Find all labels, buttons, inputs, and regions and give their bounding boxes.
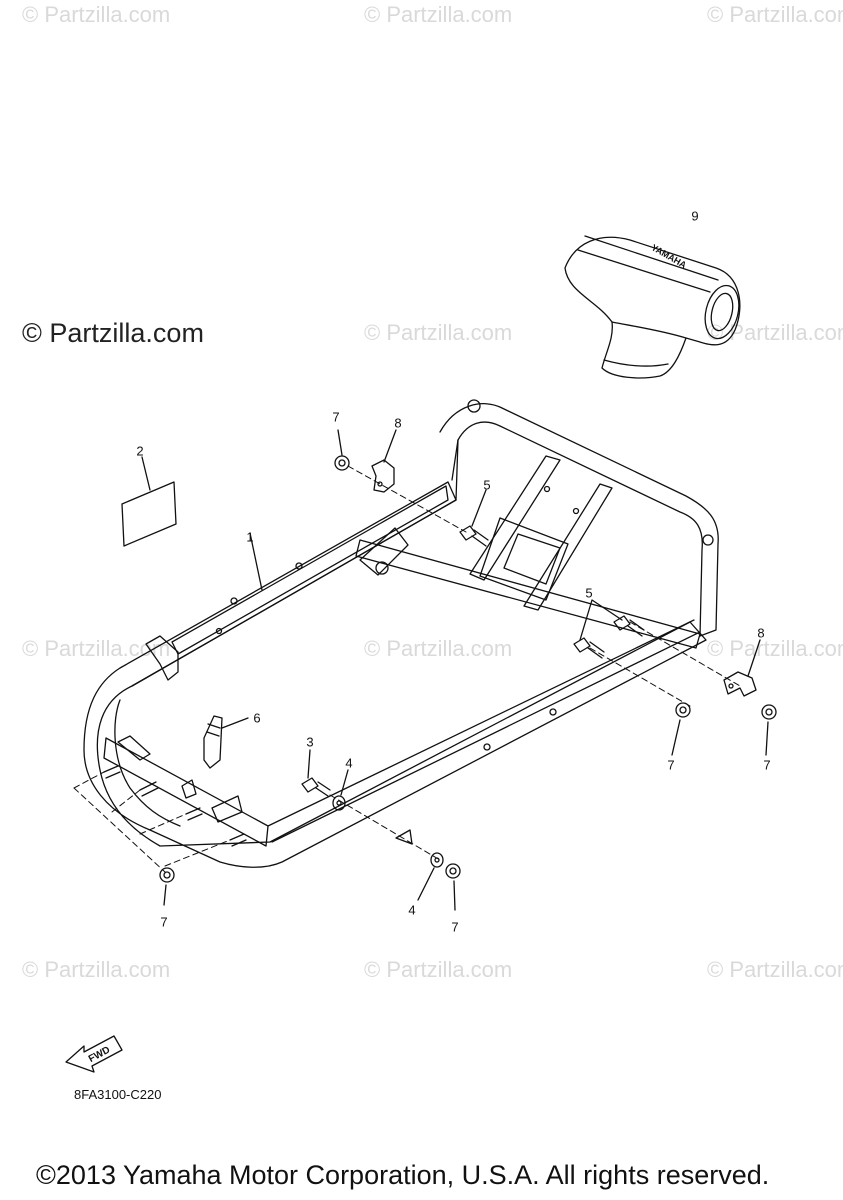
watermark: © Partzilla.com <box>707 636 843 661</box>
callout-4: 4 <box>345 755 353 771</box>
label-sheet-part-2[interactable] <box>121 456 177 547</box>
washer-part-4[interactable] <box>332 769 349 811</box>
callout-6: 6 <box>253 710 261 726</box>
watermark: © Partzilla.com <box>707 2 843 27</box>
callout-7: 7 <box>451 919 459 935</box>
nut-part-7[interactable] <box>671 702 691 756</box>
yamaha-logo-text: YAMAHA <box>650 242 689 270</box>
bolt-part-3[interactable] <box>301 749 331 797</box>
callout-7: 7 <box>667 757 675 773</box>
callout-7: 7 <box>332 409 340 425</box>
watermark-main: © Partzilla.com <box>22 318 204 348</box>
copyright-notice: ©2013 Yamaha Motor Corporation, U.S.A. A… <box>36 1160 770 1190</box>
callout-7: 7 <box>160 914 168 930</box>
nut-part-7[interactable] <box>334 429 350 471</box>
callout-8: 8 <box>394 415 402 431</box>
callout-9: 9 <box>691 208 699 224</box>
callout-8: 8 <box>757 625 765 641</box>
stud-bolts <box>103 765 247 847</box>
steering-pad-part-9[interactable]: YAMAHA <box>564 235 744 379</box>
bolt-part-5[interactable] <box>459 489 489 547</box>
callout-1: 1 <box>246 529 254 545</box>
watermark: © Partzilla.com <box>364 320 513 345</box>
callout-2: 2 <box>136 443 144 459</box>
watermark: © Partzilla.com <box>22 957 171 982</box>
watermark: © Partzilla.com <box>22 636 171 661</box>
bracket-part-8-right[interactable] <box>723 639 761 697</box>
callout-4: 4 <box>408 902 416 918</box>
fwd-arrow-icon: FWD <box>65 1035 123 1073</box>
nut-part-7[interactable] <box>761 704 777 756</box>
watermark: © Partzilla.com <box>364 636 513 661</box>
callout-7: 7 <box>763 757 771 773</box>
bracket-part-8-rear[interactable] <box>371 429 397 493</box>
diagram-code: 8FA3100-C220 <box>74 1087 162 1102</box>
bolt-part-5[interactable] <box>573 599 623 659</box>
clip-part-6[interactable] <box>203 715 249 769</box>
watermark: © Partzilla.com <box>707 957 843 982</box>
callout-5: 5 <box>483 477 491 493</box>
nut-part-7[interactable] <box>159 867 175 906</box>
nut-part-7[interactable] <box>445 863 461 911</box>
assembly-guide-lines <box>73 465 741 873</box>
watermark: © Partzilla.com <box>364 2 513 27</box>
watermark: © Partzilla.com <box>22 2 171 27</box>
frame-part-1[interactable] <box>83 399 719 868</box>
callout-5: 5 <box>585 585 593 601</box>
callout-3: 3 <box>306 734 314 750</box>
washer-part-4[interactable] <box>417 852 444 901</box>
watermark: © Partzilla.com <box>364 957 513 982</box>
